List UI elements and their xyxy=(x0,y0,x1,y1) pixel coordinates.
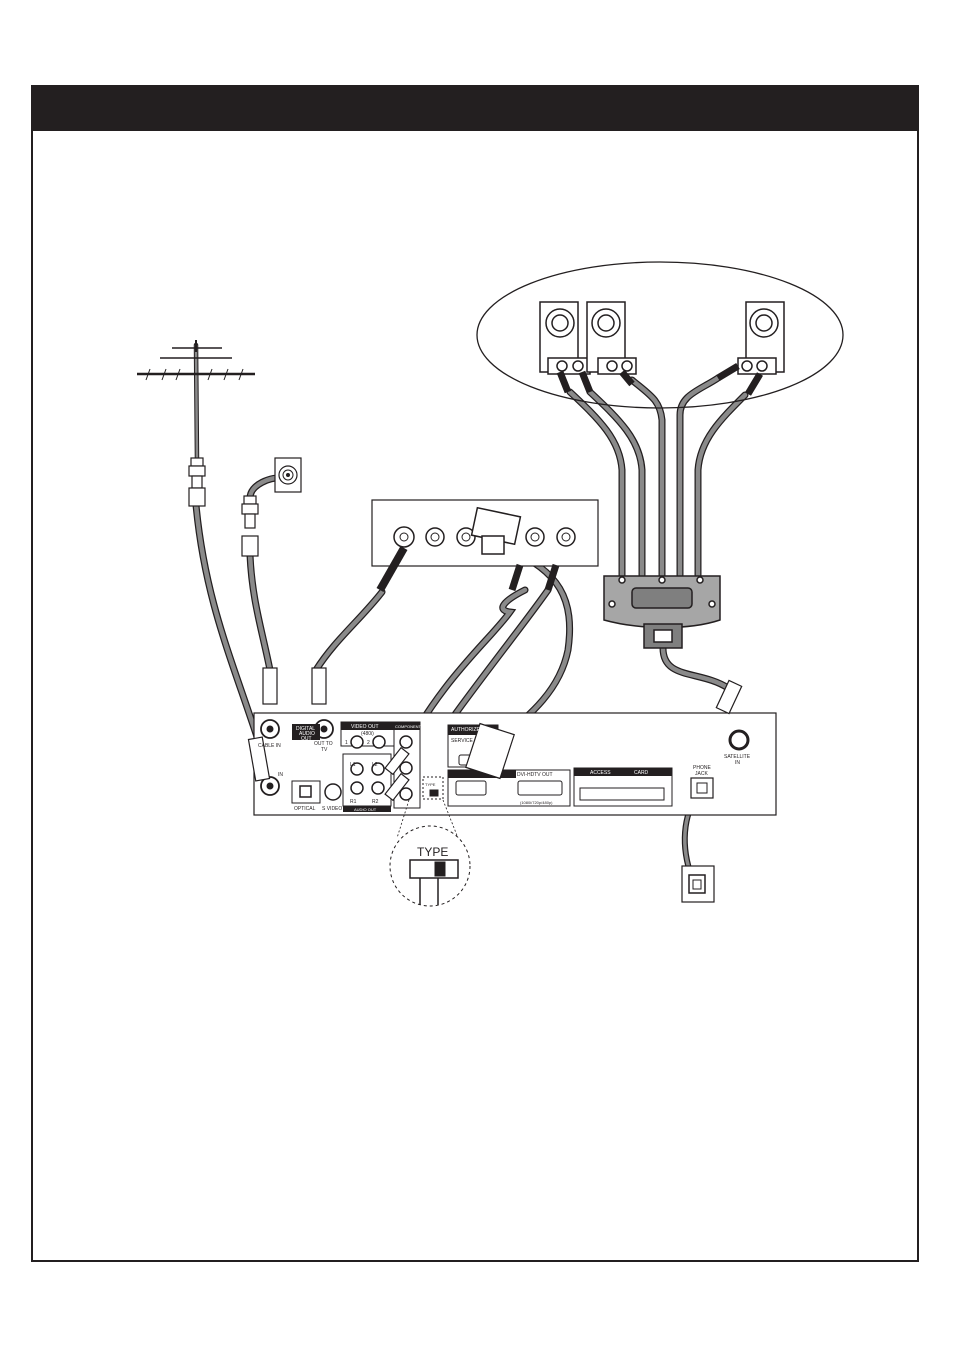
satellite-lnb-icon xyxy=(540,302,784,394)
label-out-to-tv-2: TV xyxy=(321,747,328,753)
label-in: IN xyxy=(278,772,283,778)
wall-coax-outlet-icon xyxy=(275,458,301,492)
label-l2: L2 xyxy=(372,762,378,768)
satellite-dish-callout xyxy=(477,262,843,408)
label-satellite-in: IN xyxy=(735,760,740,766)
label-hdtv-sub: (1080i/720p/480p) xyxy=(520,800,553,805)
label-optical: OPTICAL xyxy=(294,806,316,812)
wall-cable-connector xyxy=(242,496,258,556)
label-type-small: TYPE xyxy=(425,782,436,787)
receiver-rear-panel xyxy=(254,713,776,815)
tv-input-panel xyxy=(372,500,598,590)
label-video-out-sub: (480i) xyxy=(361,731,374,737)
label-service: SERVICE xyxy=(451,738,474,744)
label-r1: R1 xyxy=(350,799,357,805)
label-access: ACCESS xyxy=(590,770,611,776)
type-callout-label: TYPE xyxy=(417,845,448,859)
label-two: 2 xyxy=(367,740,370,746)
label-s-video: S VIDEO xyxy=(322,806,342,812)
label-jack: JACK xyxy=(695,771,708,777)
label-l1: L1 xyxy=(350,762,356,768)
phone-wall-jack-icon xyxy=(682,866,714,902)
label-video-out: VIDEO OUT xyxy=(351,724,379,730)
label-audio-out: AUDIO OUT xyxy=(354,807,377,812)
label-cable-in: CABLE IN xyxy=(258,743,281,749)
label-card: CARD xyxy=(634,770,649,776)
antenna-connector xyxy=(189,458,205,506)
label-r2: R2 xyxy=(372,799,379,805)
label-authorized: AUTHORIZED xyxy=(451,727,484,733)
label-one: 1 xyxy=(345,740,348,746)
label-component: COMPONENT xyxy=(395,724,422,729)
multiswitch-icon xyxy=(604,576,720,648)
label-hdtv-out: DVI-HDTV OUT xyxy=(517,772,553,778)
label-out: OUT xyxy=(301,736,312,742)
